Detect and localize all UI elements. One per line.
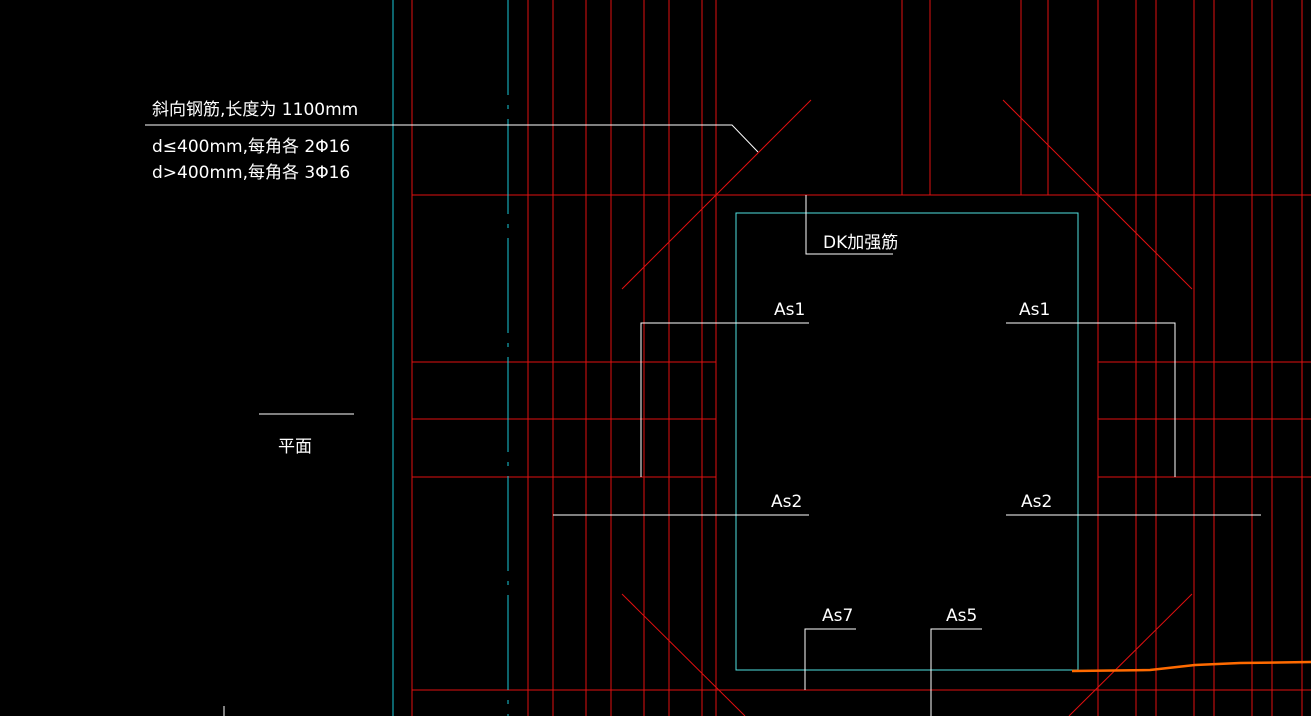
as2-right-label: As2 [1021,492,1052,512]
as1-left-label: As1 [774,300,805,320]
leader-as1-right [1006,322,1176,477]
diagonal-rebar-top-right [1002,99,1193,290]
as5-label: As5 [946,606,977,626]
horizontal-rebars [412,194,1311,691]
as1-right-label: As1 [1019,300,1050,320]
leader-lines [145,124,1261,716]
leader-as1-left [640,322,809,477]
as7-label: As7 [822,606,853,626]
opening-outline [735,212,1079,671]
leader-as5 [930,628,982,716]
leader-diagonal-note [145,124,759,153]
diagonal-rebar-bottom-left [621,593,746,716]
diagonal-rebars [621,99,1193,716]
rule-small-diameter: d≤400mm,每角各 2Φ16 [152,137,350,157]
as2-left-label: As2 [771,492,802,512]
diagonal-bar-note: 斜向钢筋,长度为 1100mm [152,100,358,120]
leader-as7 [804,628,856,690]
plan-label: 平面 [278,437,312,457]
dk-label: DK加强筋 [823,233,898,253]
leader-dk [805,195,893,255]
rule-large-diameter: d>400mm,每角各 3Φ16 [152,163,350,183]
diagonal-rebar-top-left [621,99,812,290]
text-annotations: 斜向钢筋,长度为 1100mm d≤400mm,每角各 2Φ16 d>400mm… [152,100,1052,626]
vertical-rebars [411,0,1303,716]
highlight-line [1071,660,1311,673]
diagonal-rebar-bottom-right [1068,593,1193,716]
axis-lines [392,0,509,716]
